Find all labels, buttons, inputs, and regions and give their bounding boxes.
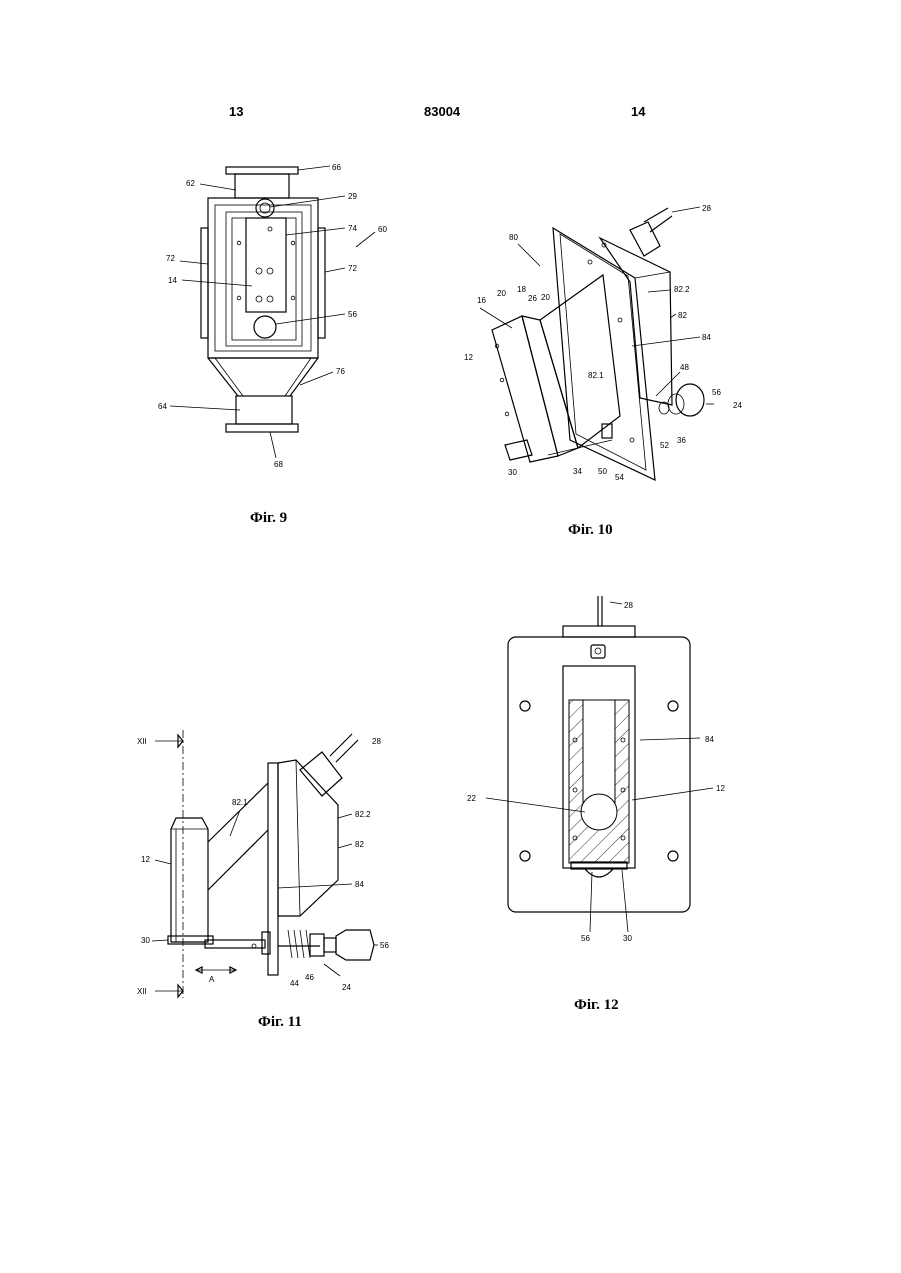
- fig11-label-12: 12: [141, 855, 150, 864]
- fig10-label-50: 50: [598, 467, 607, 476]
- fig10-label-52: 52: [660, 441, 669, 450]
- fig11-label-28: 28: [372, 737, 381, 746]
- fig9-label-66: 66: [332, 163, 341, 172]
- fig10-label-20b: 20: [541, 293, 550, 302]
- fig9-label-29: 29: [348, 192, 357, 201]
- fig10-label-82: 82: [678, 311, 687, 320]
- fig10-label-34: 34: [573, 467, 582, 476]
- fig9-label-74: 74: [348, 224, 357, 233]
- fig12-label-84: 84: [705, 735, 714, 744]
- fig12-label-12: 12: [716, 784, 725, 793]
- fig10-label-16: 16: [477, 296, 486, 305]
- fig12-label-28: 28: [624, 601, 633, 610]
- fig10-label-48: 48: [680, 363, 689, 372]
- fig10-label-82-1: 82.1: [588, 371, 604, 380]
- fig12-label-56: 56: [581, 934, 590, 943]
- fig10-label-24: 24: [733, 401, 742, 410]
- fig10-label-28: 28: [702, 204, 711, 213]
- fig10-label-56: 56: [712, 388, 721, 397]
- fig11-label-30: 30: [141, 936, 150, 945]
- fig11-label-24: 24: [342, 983, 351, 992]
- fig11-label-82-2: 82.2: [355, 810, 371, 819]
- figure-9-drawing: 66 62 29 74 60 72 72 14 56 76 64 68: [158, 163, 387, 469]
- fig10-label-80: 80: [509, 233, 518, 242]
- fig12-label-30: 30: [623, 934, 632, 943]
- fig10-label-30: 30: [508, 468, 517, 477]
- fig9-label-64: 64: [158, 402, 167, 411]
- fig10-label-54: 54: [615, 473, 624, 482]
- fig10-label-26: 26: [528, 294, 537, 303]
- fig10-label-18: 18: [517, 285, 526, 294]
- fig9-label-62: 62: [186, 179, 195, 188]
- fig10-label-84: 84: [702, 333, 711, 342]
- figure-10-drawing: 28 80 82.2 82 20 18 26 20 16 12 82.1 84 …: [464, 204, 742, 482]
- fig9-label-72b: 72: [348, 264, 357, 273]
- fig11-label-XII-bottom: XII: [137, 987, 147, 996]
- fig11-label-46: 46: [305, 973, 314, 982]
- fig11-label-XII-top: XII: [137, 737, 147, 746]
- fig11-label-A: A: [209, 975, 215, 984]
- fig10-label-20a: 20: [497, 289, 506, 298]
- fig9-label-60: 60: [378, 225, 387, 234]
- fig9-label-72a: 72: [166, 254, 175, 263]
- fig10-label-82-2: 82.2: [674, 285, 690, 294]
- fig11-label-82-1: 82.1: [232, 798, 248, 807]
- fig11-label-44: 44: [290, 979, 299, 988]
- fig9-label-56: 56: [348, 310, 357, 319]
- figure-12-drawing: 28 84 22 12 56 30: [467, 596, 725, 943]
- fig10-label-36: 36: [677, 436, 686, 445]
- fig11-label-82: 82: [355, 840, 364, 849]
- fig12-label-22: 22: [467, 794, 476, 803]
- figure-11-drawing: XII 28 82.1 82.2 12 82 84 30 A 44 46 56 …: [137, 730, 389, 998]
- fig9-label-14: 14: [168, 276, 177, 285]
- fig11-label-84: 84: [355, 880, 364, 889]
- fig9-label-68: 68: [274, 460, 283, 469]
- fig9-label-76: 76: [336, 367, 345, 376]
- fig10-label-12: 12: [464, 353, 473, 362]
- fig11-label-56: 56: [380, 941, 389, 950]
